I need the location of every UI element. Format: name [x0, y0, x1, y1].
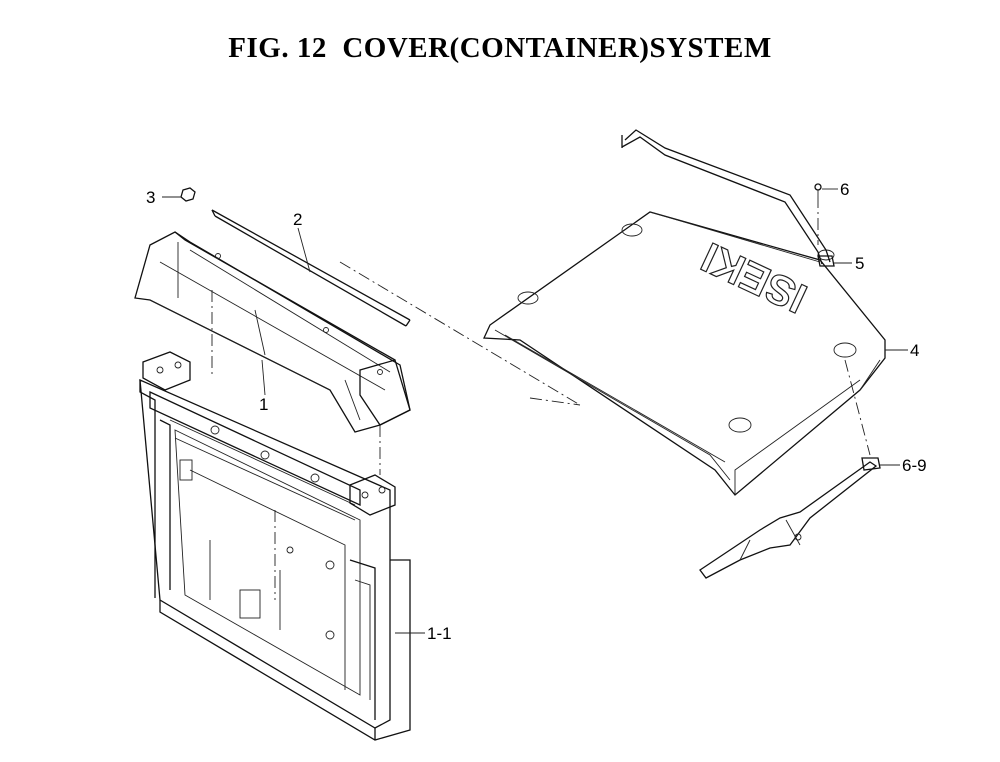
iseki-brand-logo: ISEKI [694, 234, 813, 323]
callout-leaders [162, 188, 908, 634]
cover-panel-part-4: ISEKI [483, 211, 886, 496]
callout-label-4: 4 [910, 341, 919, 360]
container-tray-part-1 [134, 231, 411, 433]
callout-label-1-1: 1-1 [427, 624, 452, 643]
callout-label-6: 6 [840, 180, 849, 199]
nut-part-3 [180, 187, 196, 202]
frame-assembly-part-1-1 [139, 351, 411, 741]
callout-label-3: 3 [146, 188, 155, 207]
assembly-reference-lines [211, 196, 871, 475]
callout-label-6-9: 6-9 [902, 456, 927, 475]
callout-label-1: 1 [259, 395, 268, 414]
callout-label-2: 2 [293, 210, 302, 229]
figure-title: FIG. 12 COVER(CONTAINER)SYSTEM [228, 32, 772, 64]
callout-label-5: 5 [855, 254, 864, 273]
seal-strip-part-2 [211, 209, 411, 327]
linkage-arm-part-6-9 [699, 457, 881, 579]
support-rod-part-5 [621, 129, 835, 267]
screw-part-6 [814, 183, 822, 196]
